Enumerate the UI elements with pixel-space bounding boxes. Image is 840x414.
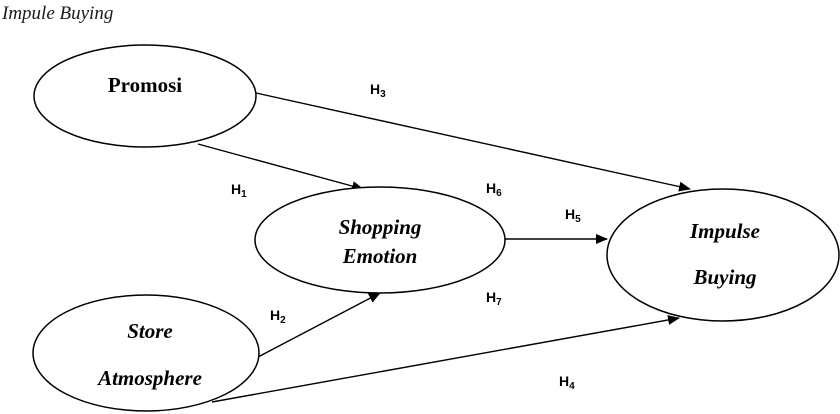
node-promosi-shape [33,44,257,148]
node-store-atmosphere-label-line2: Atmosphere [96,366,202,390]
hypothesis-label-h6: H6 [486,180,502,199]
node-store-atmosphere-shape [32,294,260,412]
hypothesis-label-h1: H1 [231,181,247,200]
edge-promosi-to-impulse-buying [255,92,691,192]
edge-store-atmosphere-to-impulse-buying [211,315,680,403]
edge-store-atmosphere-to-shopping-emotion [257,292,381,358]
hypothesis-label-h3: H3 [370,81,386,100]
node-impulse-buying-shape [606,188,840,322]
node-shopping-emotion-label-line1: Shopping [339,215,422,239]
node-impulse-buying: Impulse Buying [606,188,840,322]
hypothesis-label-h2: H2 [270,307,286,326]
node-shopping-emotion-label-line2: Emotion [342,244,418,268]
node-impulse-buying-label-line1: Impulse [689,219,760,243]
edge-promosi-to-shopping-emotion [197,143,364,191]
node-shopping-emotion: Shopping Emotion [254,186,506,294]
hypothesis-label-h4: H4 [559,373,575,392]
node-promosi-label: Promosi [108,73,182,97]
figure-caption: Impule Buying [1,3,113,24]
node-promosi: Promosi [33,44,257,148]
node-impulse-buying-label-line2: Buying [692,265,756,289]
node-shopping-emotion-shape [254,186,506,294]
hypothesis-label-h7: H7 [486,289,502,308]
node-store-atmosphere: Store Atmosphere [32,294,260,412]
node-store-atmosphere-label-line1: Store [127,319,173,343]
hypothesis-label-h5: H5 [565,206,581,225]
